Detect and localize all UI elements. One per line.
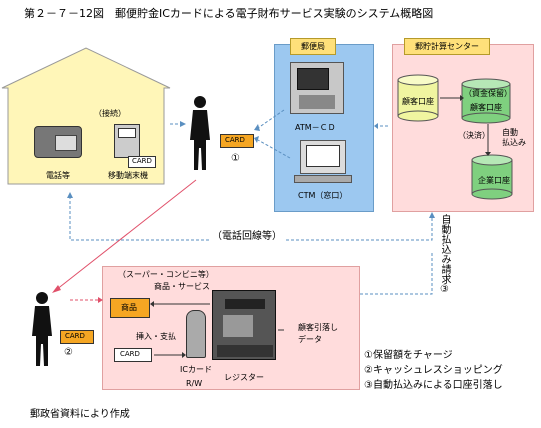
legend-item-2: ②キャッシュレスショッピング (364, 365, 503, 376)
goods-label: 商品 (121, 303, 137, 312)
person-2-number: ② (64, 347, 73, 358)
ctm-machine (300, 140, 346, 174)
settlement-label: （決済） (458, 131, 490, 140)
mobile-terminal-device (114, 124, 140, 158)
person-2-card (60, 330, 94, 344)
insert-pay-label: 挿入・支払 (136, 332, 176, 341)
home-card (128, 156, 156, 168)
person-1-number: ① (231, 153, 240, 164)
customer-account-label: 顧客口座 (402, 97, 434, 106)
ic-card-reader (186, 310, 206, 358)
register-label: レジスター (224, 373, 264, 382)
person-1-card (220, 134, 254, 148)
fund-hold-account-label: 顧客口座 (470, 103, 502, 112)
ctm-label: CTM（窓口） (298, 191, 348, 200)
connect-label: （接続） (94, 109, 126, 118)
ctm-base (294, 175, 352, 183)
auto-request-label: 自動払込み請求③ (439, 214, 450, 295)
goods-service-label: 商品・サービス (154, 282, 210, 291)
store-label: （スーパー・コンビニ等） (118, 270, 214, 279)
auto-pay-label: 自動 払込み (502, 128, 526, 147)
atm-label: ATM－ＣＤ (295, 123, 336, 132)
atm-machine (290, 62, 344, 114)
fund-hold-label: （資金保留） (464, 89, 512, 98)
legend-item-3: ③自動払込みによる口座引落し (364, 380, 503, 391)
company-account-label: 企業口座 (478, 176, 510, 185)
phone-line-label: （電話回線等） (210, 231, 284, 242)
person-1-card-label: CARD (225, 136, 245, 144)
home-card-label: CARD (132, 157, 152, 165)
post-office-label: 郵便局 (290, 38, 336, 55)
telephone-device (34, 126, 82, 158)
person-2-card-label: CARD (65, 332, 85, 340)
drop-data-label: 顧客引落し データ (298, 323, 338, 344)
mobile-label: 移動端末機 (108, 171, 148, 180)
figure-title: 第２－７－12図 郵便貯金ICカードによる電子財布サービス実験のシステム概略図 (24, 7, 434, 20)
computing-center-label: 郵貯計算センター (404, 38, 490, 55)
legend-item-1: ①保留額をチャージ (364, 350, 453, 361)
cash-register (212, 290, 276, 360)
ic-card-label: ICカード (180, 365, 212, 374)
store-card-label: CARD (120, 350, 140, 358)
goods-box (110, 298, 150, 318)
rw-label: R/W (186, 379, 203, 388)
store-card (114, 348, 152, 362)
phone-label: 電話等 (46, 171, 70, 180)
source-note: 郵政省資料により作成 (30, 409, 130, 420)
